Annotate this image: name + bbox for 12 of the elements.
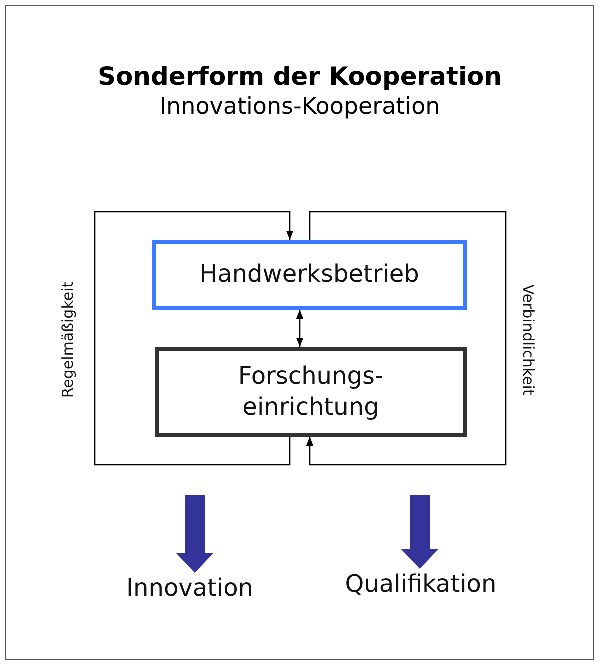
diagram-subtitle: Innovations-Kooperation (158, 94, 442, 120)
diagram-title: Sonderform der Kooperation (96, 62, 503, 91)
feedback-loop-arrow (94, 211, 294, 466)
feedback-loop-arrow (306, 211, 507, 466)
outcome-text: Qualifikation (330, 569, 512, 601)
edge-label: Regelmäßigkeit (59, 282, 78, 398)
block-arrow (401, 495, 439, 569)
process-box: Handwerksbetrieb (152, 240, 467, 310)
process-box: Forschungs- einrichtung (155, 347, 467, 437)
double-arrow (296, 310, 304, 347)
outcome-text: Innovation (110, 573, 270, 605)
block-arrow (176, 495, 214, 573)
